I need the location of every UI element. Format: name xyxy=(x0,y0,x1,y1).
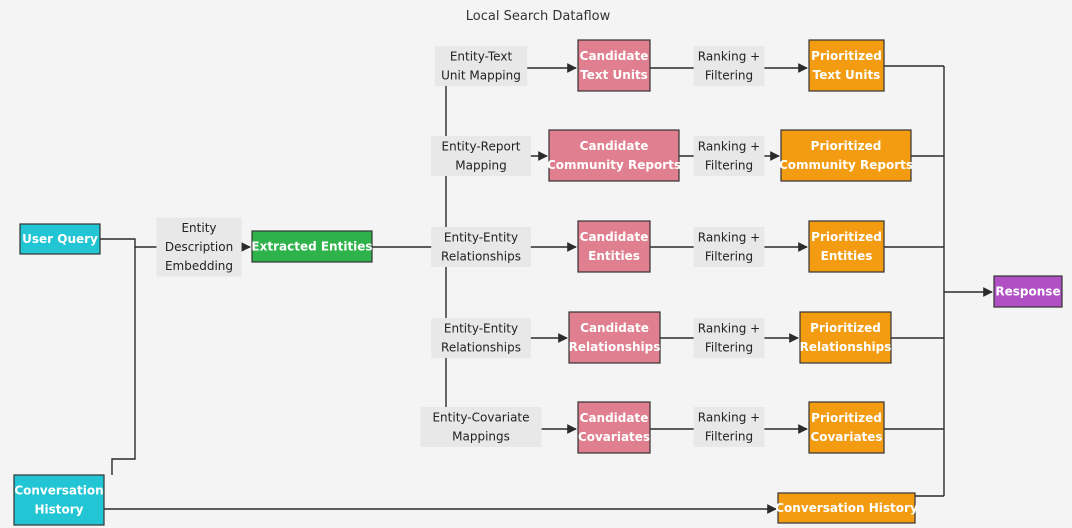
node-candidate-entities-label: Entities xyxy=(588,249,640,263)
node-candidate-community-reports-box xyxy=(548,129,680,182)
node-extracted-entities[interactable]: Extracted Entities xyxy=(251,230,373,263)
node-conversation-history-input-label: Conversation xyxy=(14,484,103,498)
node-prioritized-relationships-label: Prioritized xyxy=(810,321,881,335)
edge-label-text-unit-mapping-line: Unit Mapping xyxy=(441,69,521,83)
diagram-title: Local Search Dataflow xyxy=(466,9,611,24)
edge-label-text-unit-mapping-line: Entity-Text xyxy=(450,50,513,64)
node-prioritized-text-units-label: Text Units xyxy=(813,68,881,82)
node-prioritized-covariates-label: Covariates xyxy=(810,430,882,444)
edge-label-embedding-line: Entity xyxy=(181,221,216,235)
edge-label-ranking-filtering-5-line: Ranking + xyxy=(698,411,760,425)
node-candidate-text-units-box xyxy=(577,39,651,92)
edge-label-ranking-filtering-1-line: Ranking + xyxy=(698,50,760,64)
edge-label-embedding-line: Description xyxy=(165,240,233,254)
edge-label-covariate-mappings-line: Entity-Covariate xyxy=(432,411,529,425)
node-response-box xyxy=(993,275,1063,308)
edge-label-ranking-filtering-4-line: Filtering xyxy=(705,341,753,355)
edge-label-report-mapping-line: Entity-Report xyxy=(442,140,521,154)
node-candidate-relationships-box xyxy=(568,311,661,364)
node-candidate-community-reports-label: Candidate xyxy=(580,139,649,153)
edge-label-ranking-filtering-3-line: Filtering xyxy=(705,250,753,264)
node-prioritized-entities-box xyxy=(808,220,885,273)
node-user-query-label: User Query xyxy=(22,232,98,246)
node-prioritized-entities-label: Prioritized xyxy=(811,230,882,244)
edge-label-ranking-filtering-4: Ranking + Filtering xyxy=(693,318,765,358)
node-response-label: Response xyxy=(995,285,1060,299)
node-candidate-covariates-box xyxy=(577,401,651,454)
node-user-query[interactable]: User Query xyxy=(19,223,101,255)
node-candidate-text-units-label: Text Units xyxy=(580,68,648,82)
edge-label-ranking-filtering-2: Ranking + Filtering xyxy=(693,136,765,176)
node-prioritized-covariates-label: Prioritized xyxy=(811,411,882,425)
edge-label-embedding-line: Embedding xyxy=(165,259,233,273)
node-prioritized-community-reports-label: Community Reports xyxy=(779,158,913,172)
edge-label-entity-relationships-2-line: Entity-Entity xyxy=(444,322,518,336)
edge-history-to-query xyxy=(111,247,136,475)
edge-label-ranking-filtering-3: Ranking + Filtering xyxy=(693,227,765,267)
edge-label-ranking-filtering-2-line: Filtering xyxy=(705,159,753,173)
node-prioritized-covariates-box xyxy=(808,401,885,454)
node-prioritized-text-units-label: Prioritized xyxy=(811,49,882,63)
node-candidate-relationships-label: Candidate xyxy=(580,321,649,335)
node-response[interactable]: Response xyxy=(993,275,1063,308)
node-user-query-box xyxy=(19,223,101,255)
edge-label-ranking-filtering-5: Ranking + Filtering xyxy=(693,407,765,447)
node-conversation-history-output[interactable]: Conversation History xyxy=(775,492,918,524)
edge-label-ranking-filtering-4-line: Ranking + xyxy=(698,322,760,336)
node-prioritized-relationships-box xyxy=(799,311,892,364)
node-candidate-entities-label: Candidate xyxy=(580,230,649,244)
edge-label-ranking-filtering-2-line: Ranking + xyxy=(698,140,760,154)
node-candidate-entities-box xyxy=(577,220,651,273)
edge-label-covariate-mappings-line: Mappings xyxy=(452,430,510,444)
node-candidate-text-units-label: Candidate xyxy=(580,49,649,63)
edge-label-ranking-filtering-3-line: Ranking + xyxy=(698,231,760,245)
node-prioritized-text-units-box xyxy=(808,39,885,92)
node-conversation-history-output-label: Conversation History xyxy=(775,501,918,515)
node-candidate-community-reports-label: Community Reports xyxy=(547,158,681,172)
node-candidate-covariates-label: Candidate xyxy=(580,411,649,425)
node-extracted-entities-box xyxy=(251,230,373,263)
node-prioritized-community-reports-box xyxy=(780,129,912,182)
edge-label-ranking-filtering-1: Ranking + Filtering xyxy=(693,46,765,86)
node-candidate-covariates-label: Covariates xyxy=(578,430,650,444)
edge-label-ranking-filtering-5-line: Filtering xyxy=(705,430,753,444)
edge-label-ranking-filtering-1-line: Filtering xyxy=(705,69,753,83)
node-prioritized-entities-label: Entities xyxy=(821,249,873,263)
edge-label-entity-relationships-line: Relationships xyxy=(441,250,521,264)
node-prioritized-relationships-label: Relationships xyxy=(800,340,892,354)
node-prioritized-community-reports-label: Prioritized xyxy=(811,139,882,153)
edge-label-report-mapping-line: Mapping xyxy=(455,159,507,173)
node-conversation-history-output-box xyxy=(777,492,916,524)
edge-label-entity-relationships-line: Entity-Entity xyxy=(444,231,518,245)
node-conversation-history-input-box xyxy=(13,474,105,526)
node-candidate-relationships-label: Relationships xyxy=(569,340,661,354)
node-extracted-entities-label: Extracted Entities xyxy=(251,240,372,254)
edge-label-entity-relationships-2-line: Relationships xyxy=(441,341,521,355)
node-conversation-history-input-label: History xyxy=(34,503,83,517)
